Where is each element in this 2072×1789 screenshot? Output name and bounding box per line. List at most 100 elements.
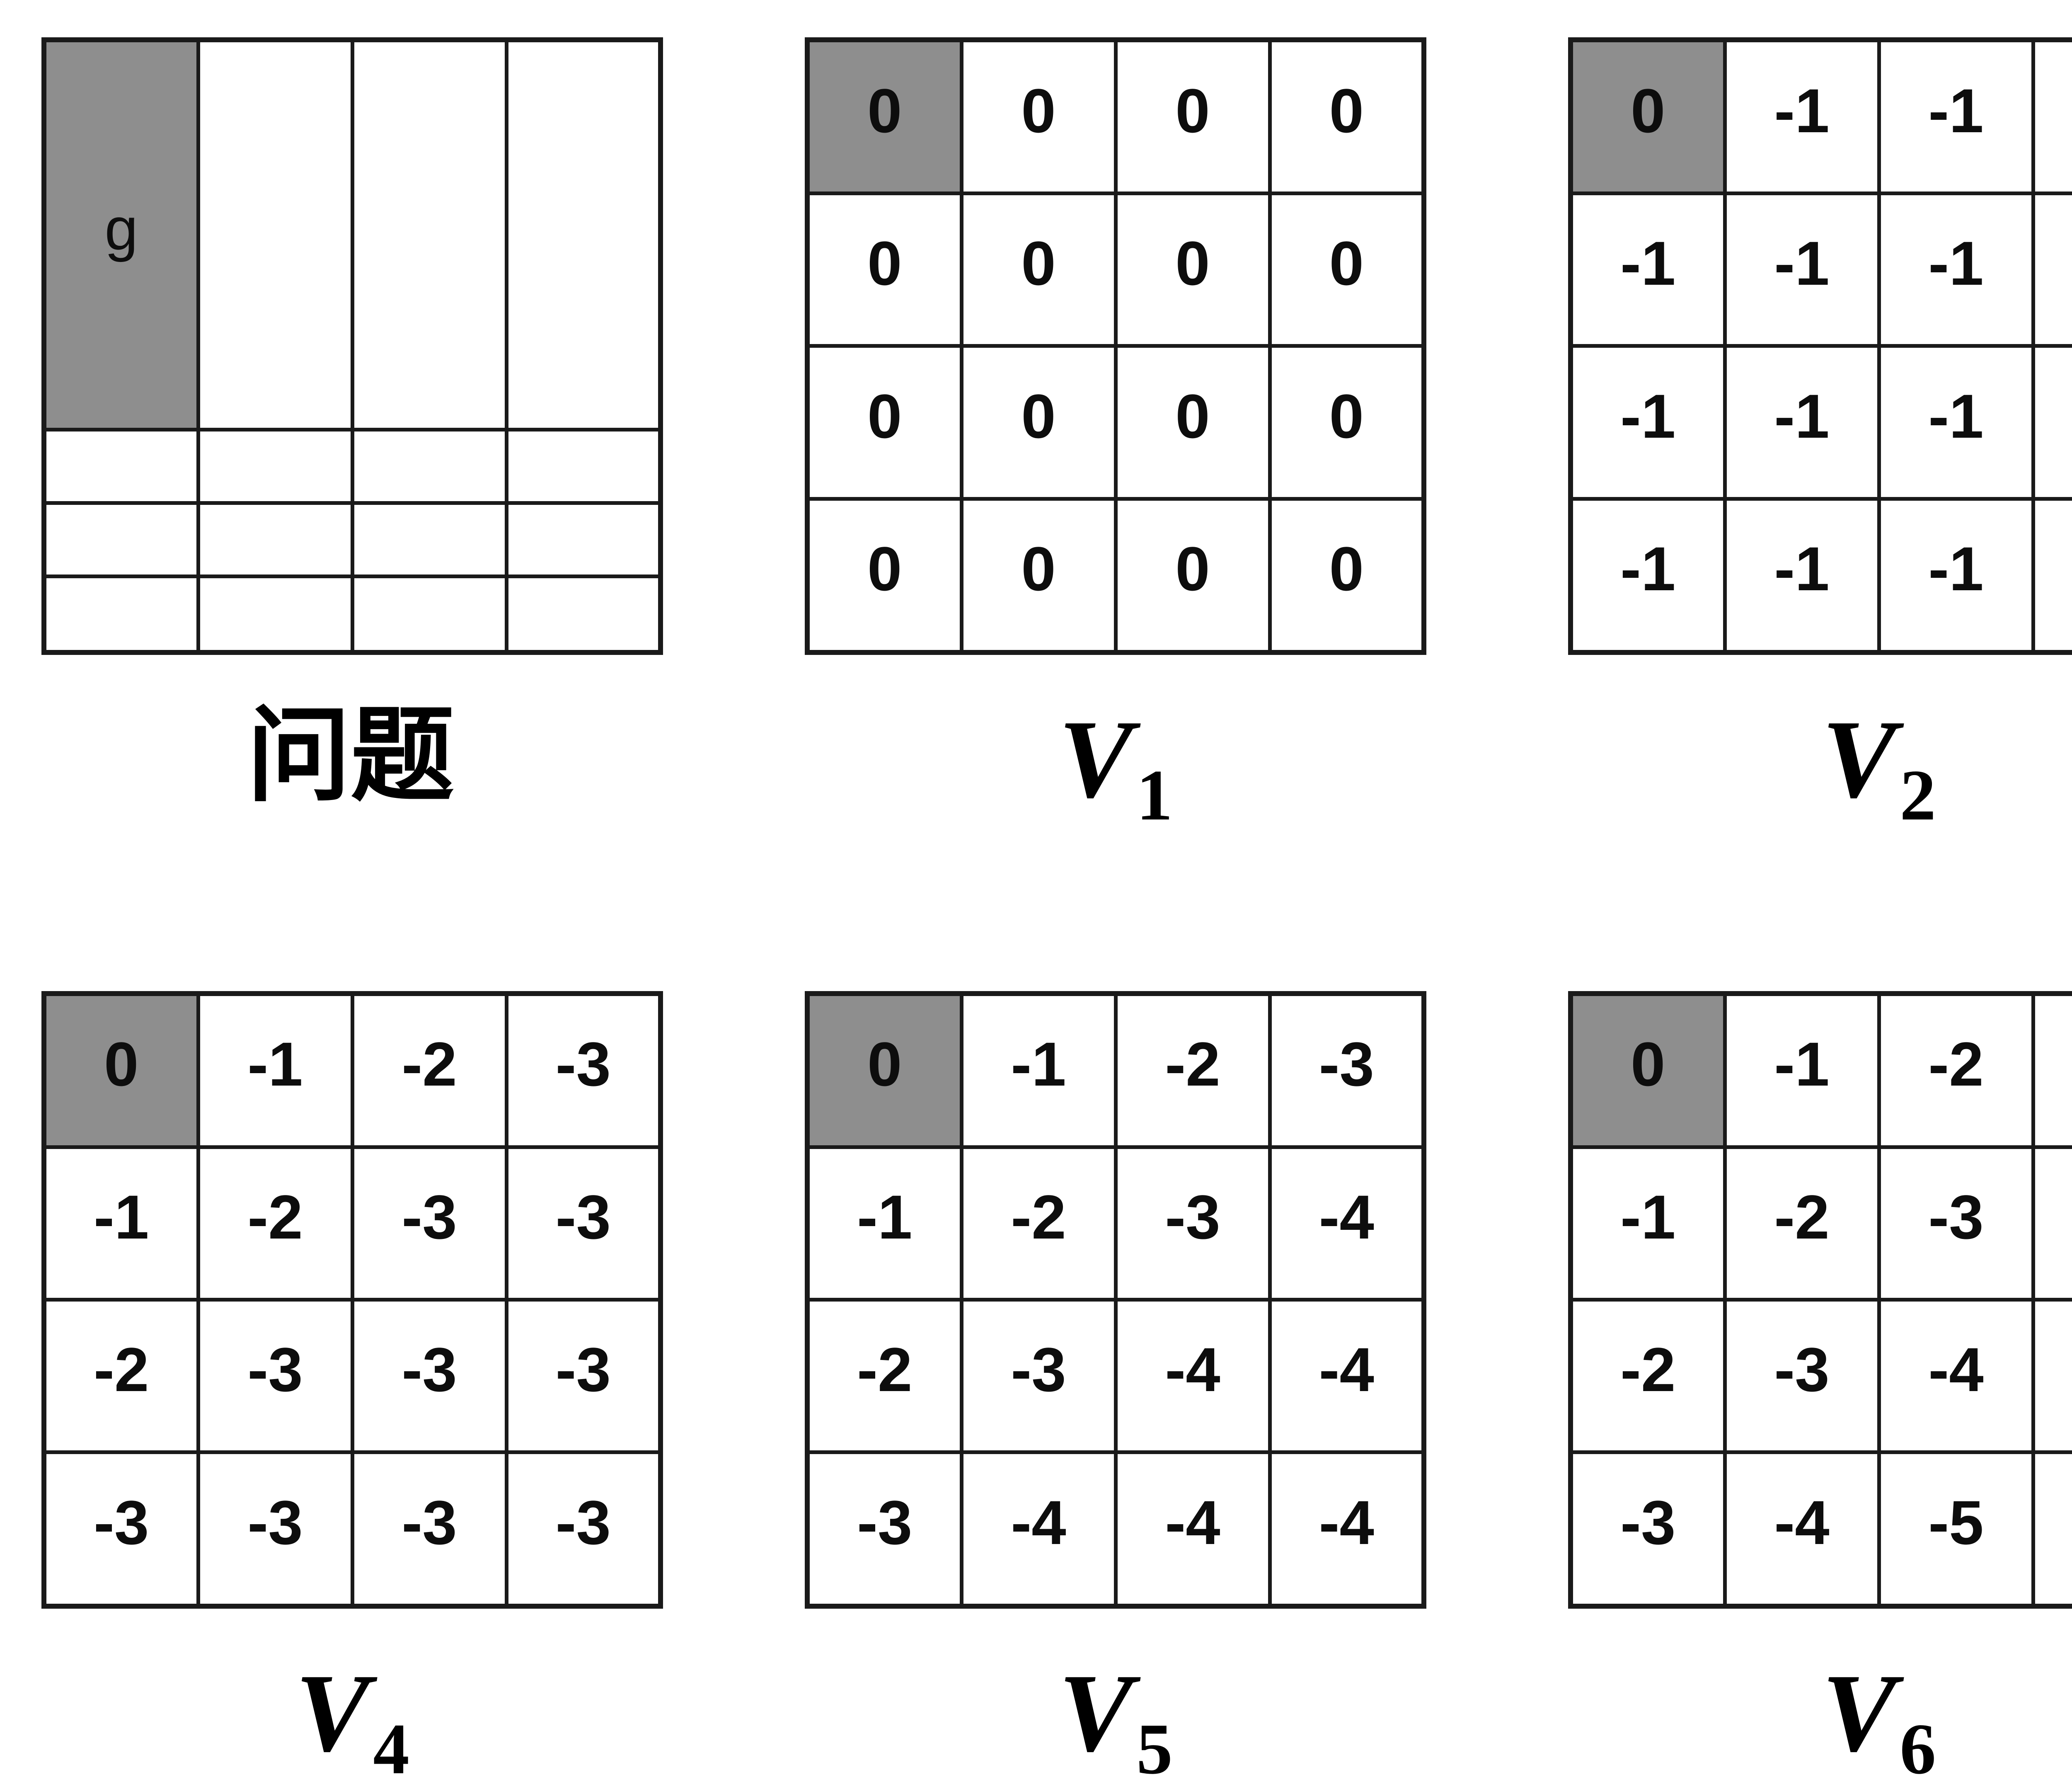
panel-v2: 0 -1 -1 -1 -1 -1 -1 -1 -1 -1 -1 -1 -1 -1…	[1568, 37, 2072, 834]
grid-row: -2 -3 -3 -3	[42, 1298, 663, 1454]
grid-cell: -1	[1723, 497, 1881, 655]
grid-cell: -3	[504, 1298, 663, 1454]
grid-row	[42, 428, 663, 505]
grid-cell: -1	[2031, 497, 2072, 655]
grid-row: -2 -3 -4 -4	[805, 1298, 1426, 1454]
grid-row: -2 -3 -4 -5	[1569, 1298, 2072, 1454]
grid-cell: -1	[1569, 1145, 1727, 1302]
grid-cell: -3	[42, 1450, 200, 1608]
grid-cell: -1	[1723, 344, 1881, 501]
grid-cell: -4	[1877, 1298, 2035, 1454]
grid-cell: -1	[1877, 497, 2035, 655]
grid-cell	[350, 38, 508, 432]
grid-row: -3 -4 -5 -5	[1569, 1450, 2072, 1608]
grid-cell: -2	[1723, 1145, 1881, 1302]
grid-cell: -1	[2031, 344, 2072, 501]
grid-row: 0 -1 -1 -1	[1569, 38, 2072, 196]
grid-cell	[42, 574, 200, 655]
panel-problem: g 问题	[41, 37, 663, 834]
grid-cell: 0	[1113, 344, 1272, 501]
grid-cell	[42, 501, 200, 578]
grid-problem: g	[41, 37, 663, 655]
grid-cell: -1	[1723, 991, 1881, 1149]
grid-cell: -3	[504, 1145, 663, 1302]
grid-cell-goal: 0	[805, 991, 963, 1149]
label-subscript: 5	[1136, 1708, 1173, 1789]
grid-cell: -2	[959, 1145, 1118, 1302]
grid-row: 0 -1 -2 -3	[42, 991, 663, 1149]
grid-cell	[504, 428, 663, 505]
label-text: V	[1822, 697, 1897, 821]
grid-row: -1 -2 -3 -4	[1569, 1145, 2072, 1302]
grid-cell	[196, 501, 354, 578]
grid-cell	[196, 38, 354, 432]
grid-cell: -3	[350, 1298, 508, 1454]
grid-cell: -3	[1877, 1145, 2035, 1302]
grid-row	[42, 501, 663, 578]
grid-cell: 0	[1268, 192, 1426, 348]
grid-cell: -4	[1268, 1145, 1426, 1302]
grid-cell: -1	[1569, 192, 1727, 348]
grid-cell: -1	[1877, 38, 2035, 196]
panel-v6: 0 -1 -2 -3 -1 -2 -3 -4 -2 -3 -4 -5 -3 -4…	[1568, 991, 2072, 1787]
grid-row: 0 -1 -2 -3	[1569, 991, 2072, 1149]
panel-v5: 0 -1 -2 -3 -1 -2 -3 -4 -2 -3 -4 -4 -3 -4…	[805, 991, 1426, 1787]
grid-cell: -3	[1268, 991, 1426, 1149]
grid-cell: -4	[2031, 1145, 2072, 1302]
grid-cell: -1	[1723, 38, 1881, 196]
grid-cell: -1	[2031, 192, 2072, 348]
grid-cell: 0	[1268, 497, 1426, 655]
grid-cell: -2	[42, 1298, 200, 1454]
grid-cell: -2	[1113, 991, 1272, 1149]
grid-cell: -1	[2031, 38, 2072, 196]
panel-label-problem: 问题	[41, 701, 663, 827]
grid-cell	[504, 38, 663, 432]
grid-cell	[350, 574, 508, 655]
grid-row: -3 -3 -3 -3	[42, 1450, 663, 1608]
grid-cell	[350, 428, 508, 505]
grid-cell-goal: 0	[42, 991, 200, 1149]
label-subscript: 1	[1136, 755, 1173, 835]
grid-cell: -3	[1723, 1298, 1881, 1454]
grid-cell: -1	[1569, 344, 1727, 501]
grid-row: -1 -1 -1 -1	[1569, 192, 2072, 348]
grid-cell: -4	[1723, 1450, 1881, 1608]
grid-cell: -3	[2031, 991, 2072, 1149]
grid-cell: -1	[42, 1145, 200, 1302]
panel-label-v4: V4	[41, 1654, 663, 1787]
grid-v4: 0 -1 -2 -3 -1 -2 -3 -3 -2 -3 -3 -3 -3 -3…	[41, 991, 663, 1609]
grid-cell: -3	[350, 1450, 508, 1608]
grid-row: -1 -2 -3 -4	[805, 1145, 1426, 1302]
label-subscript: 6	[1900, 1708, 1936, 1789]
grid-cell	[196, 428, 354, 505]
grid-cell: 0	[805, 192, 963, 348]
grid-cell: 0	[1268, 38, 1426, 196]
grid-cell: 0	[959, 192, 1118, 348]
grid-row: 0 0 0 0	[805, 192, 1426, 348]
grid-cell: -2	[1877, 991, 2035, 1149]
grid-cell: -3	[1569, 1450, 1727, 1608]
grid-cell: -1	[1877, 344, 2035, 501]
grid-cell: 0	[805, 497, 963, 655]
grid-cell	[350, 501, 508, 578]
grid-cell: 0	[1113, 38, 1272, 196]
grid-row: 0 -1 -2 -3	[805, 991, 1426, 1149]
grid-row: 0 0 0 0	[805, 497, 1426, 655]
grid-cell: -5	[2031, 1298, 2072, 1454]
grid-row: -1 -2 -3 -3	[42, 1145, 663, 1302]
label-subscript: 2	[1900, 755, 1936, 835]
grid-cell: -1	[196, 991, 354, 1149]
grid-cell	[196, 574, 354, 655]
grid-cell: -3	[196, 1450, 354, 1608]
grid-cell: 0	[959, 344, 1118, 501]
grid-cell: 0	[805, 344, 963, 501]
label-text: V	[1058, 697, 1133, 821]
grid-row: -3 -4 -4 -4	[805, 1450, 1426, 1608]
panel-label-v5: V5	[805, 1654, 1426, 1787]
grid-cell-goal: g	[42, 38, 200, 432]
grid-cell	[504, 574, 663, 655]
grid-cell: -4	[1113, 1450, 1272, 1608]
grid-cell: -2	[1569, 1298, 1727, 1454]
panel-v4: 0 -1 -2 -3 -1 -2 -3 -3 -2 -3 -3 -3 -3 -3…	[41, 991, 663, 1787]
